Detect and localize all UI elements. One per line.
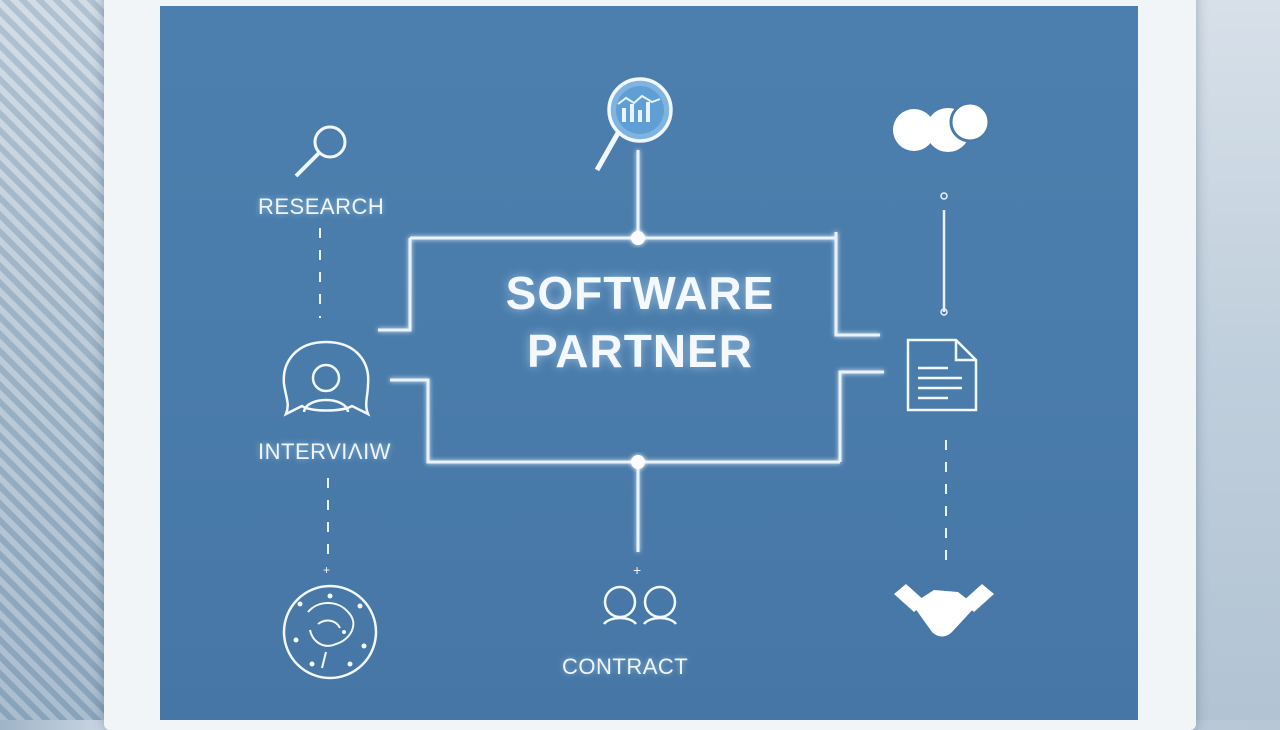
node-top [631, 231, 645, 245]
magnifier-chart-icon [594, 77, 673, 172]
title-line-2: PARTNER [527, 325, 753, 377]
node-bottom [631, 455, 645, 469]
frame-left-upper [378, 238, 412, 332]
frame-right-upper [834, 232, 880, 337]
frame-right-lower [838, 370, 884, 462]
label-contract: CONTRACT [562, 654, 689, 679]
brain-globe-icon [282, 584, 378, 680]
handshake-icon [894, 584, 994, 637]
chat-bubbles-icon [893, 101, 991, 152]
title-line-1: SOFTWARE [505, 267, 775, 319]
person-speech-icon [282, 340, 371, 417]
magnifier-icon [294, 125, 347, 178]
document-icon [906, 338, 978, 412]
svg-text:+: + [323, 563, 330, 577]
background-left [0, 0, 112, 720]
label-research: RESEARCH [258, 194, 385, 219]
label-interview: INTERVIɅIW [258, 439, 391, 464]
background-right [1190, 0, 1280, 720]
svg-text:+: + [633, 562, 641, 578]
frame-left-lower [390, 378, 840, 464]
two-people-icon [603, 585, 677, 625]
